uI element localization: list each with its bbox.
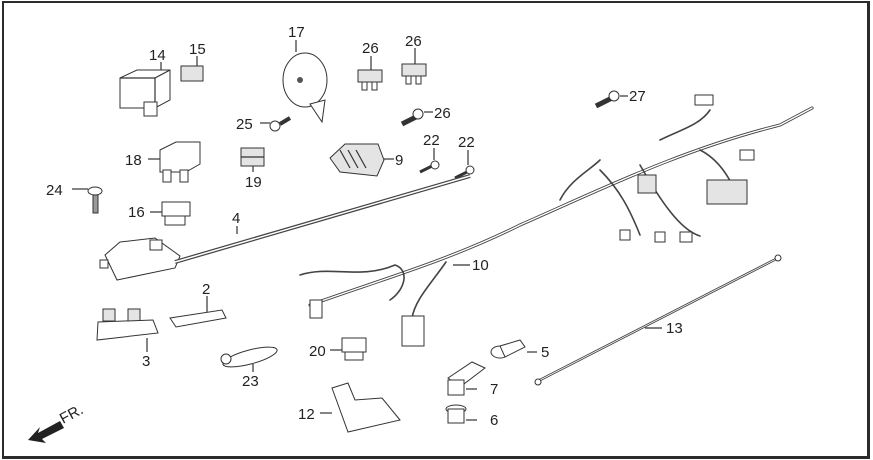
callout-26a: 26 bbox=[362, 40, 379, 57]
part-wire-harness-10[interactable] bbox=[299, 94, 814, 347]
callout-4: 4 bbox=[232, 210, 240, 227]
callout-17: 17 bbox=[288, 24, 305, 41]
part-cable-tie-23[interactable] bbox=[220, 343, 279, 372]
callout-2: 2 bbox=[202, 281, 210, 298]
callout-15: 15 bbox=[189, 41, 206, 58]
callout-18: 18 bbox=[125, 152, 142, 169]
part-horn-17[interactable] bbox=[282, 40, 328, 124]
part-cover-12[interactable] bbox=[320, 382, 401, 433]
part-relay-16[interactable] bbox=[150, 201, 191, 226]
callout-25: 25 bbox=[236, 116, 253, 133]
part-ground-cable-13[interactable] bbox=[534, 254, 782, 386]
callout-26b: 26 bbox=[405, 33, 422, 50]
callout-9: 9 bbox=[395, 152, 403, 169]
callout-5: 5 bbox=[541, 344, 549, 361]
part-relay-20[interactable] bbox=[330, 337, 367, 361]
part-bolt-25[interactable] bbox=[260, 116, 292, 132]
part-regulator-9[interactable] bbox=[329, 143, 394, 177]
callout-7: 7 bbox=[490, 381, 498, 398]
part-bolt-26c[interactable] bbox=[400, 108, 433, 127]
callout-10: 10 bbox=[472, 257, 489, 274]
part-fuse-26b[interactable] bbox=[401, 48, 427, 85]
callout-19: 19 bbox=[245, 174, 262, 191]
callout-6: 6 bbox=[490, 412, 498, 429]
callout-26c: 26 bbox=[434, 105, 451, 122]
callout-27: 27 bbox=[629, 88, 646, 105]
part-mount-19[interactable] bbox=[240, 147, 265, 172]
callout-20: 20 bbox=[309, 343, 326, 360]
part-bolt-27[interactable] bbox=[594, 90, 628, 109]
part-fuse-cover-2[interactable] bbox=[169, 296, 227, 328]
part-plug-cap-7[interactable] bbox=[447, 361, 486, 396]
callout-3: 3 bbox=[142, 353, 150, 370]
part-fuse-26a[interactable] bbox=[357, 56, 383, 91]
callout-14: 14 bbox=[149, 47, 166, 64]
callout-13: 13 bbox=[666, 320, 683, 337]
callout-22b: 22 bbox=[458, 134, 475, 151]
callout-16: 16 bbox=[128, 204, 145, 221]
part-terminal-boot-5[interactable] bbox=[490, 339, 537, 359]
arrow-front-icon bbox=[28, 421, 64, 443]
callout-12: 12 bbox=[298, 406, 315, 423]
part-small-relay-15[interactable] bbox=[180, 56, 204, 82]
callout-24: 24 bbox=[46, 182, 63, 199]
callout-22a: 22 bbox=[423, 132, 440, 149]
part-bolt-24[interactable] bbox=[72, 186, 103, 214]
part-grommet-6[interactable] bbox=[445, 404, 477, 424]
part-screw-22a[interactable] bbox=[419, 148, 440, 174]
part-ignition-coil-4[interactable] bbox=[99, 174, 471, 281]
part-fuse-box-3[interactable] bbox=[96, 308, 159, 352]
part-starter-relay-18[interactable] bbox=[148, 141, 201, 183]
callout-23: 23 bbox=[242, 373, 259, 390]
part-screw-22b[interactable] bbox=[454, 150, 475, 180]
part-relay-14[interactable] bbox=[119, 62, 171, 117]
